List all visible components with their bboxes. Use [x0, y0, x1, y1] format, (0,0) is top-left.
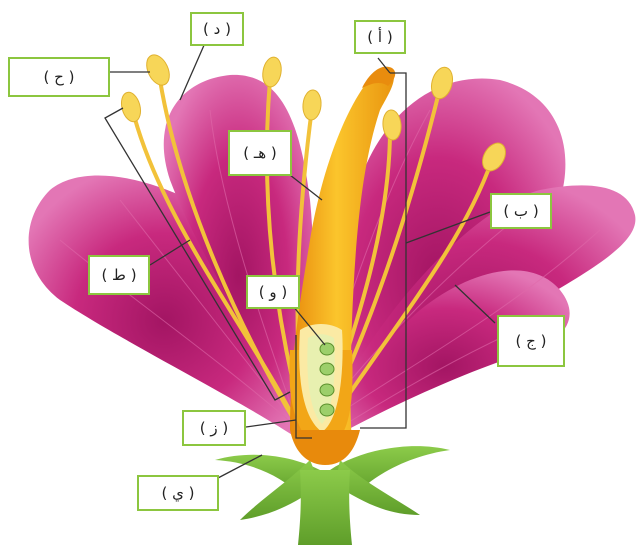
- anther-5: [382, 109, 402, 141]
- sepal-front-right: [335, 460, 420, 515]
- pointer-lines: [104, 42, 496, 479]
- anther-1: [146, 54, 170, 86]
- label-h: ( هـ ): [228, 130, 292, 176]
- ovules: [319, 342, 335, 417]
- anthers: [120, 54, 506, 172]
- pointer-d: [179, 42, 206, 101]
- pointer-ta: [149, 239, 191, 266]
- pointer-j: [454, 284, 496, 324]
- ovule-2: [319, 362, 335, 376]
- stem: [298, 470, 352, 545]
- ovary-bracket: [295, 335, 312, 439]
- ovule-1: [319, 342, 335, 356]
- label-ta: ( ط ): [88, 255, 150, 295]
- sepal-front-left: [240, 460, 320, 520]
- stamen-bracket: [104, 107, 291, 401]
- anther-3: [262, 56, 282, 88]
- label-z: ( ز ): [182, 410, 246, 446]
- label-ha: ( ح ): [8, 57, 110, 97]
- label-w: ( و ): [246, 275, 300, 309]
- label-d: ( د ): [190, 12, 244, 46]
- sepals: [215, 446, 450, 520]
- ovule-4: [319, 403, 335, 417]
- anther-4: [302, 89, 322, 121]
- anther-7: [482, 142, 506, 172]
- pistil-bracket: [360, 72, 407, 429]
- ovary-chamber: [307, 334, 335, 424]
- pointer-z: [245, 419, 297, 428]
- petal-front-right: [320, 270, 570, 445]
- receptacle: [290, 430, 360, 465]
- pointer-a: [377, 57, 391, 74]
- label-j: ( ج ): [497, 315, 565, 367]
- pointer-y: [217, 454, 263, 479]
- anther-2: [120, 91, 142, 123]
- pointer-h: [289, 174, 323, 201]
- label-y: ( ي ): [137, 475, 219, 511]
- label-b: ( ب ): [490, 193, 552, 229]
- filament-2: [130, 106, 302, 432]
- ovule-3: [319, 383, 335, 397]
- anther-6: [430, 66, 454, 100]
- stigma: [362, 66, 396, 88]
- label-a: ( أ ): [354, 20, 406, 54]
- pointer-b: [405, 211, 491, 244]
